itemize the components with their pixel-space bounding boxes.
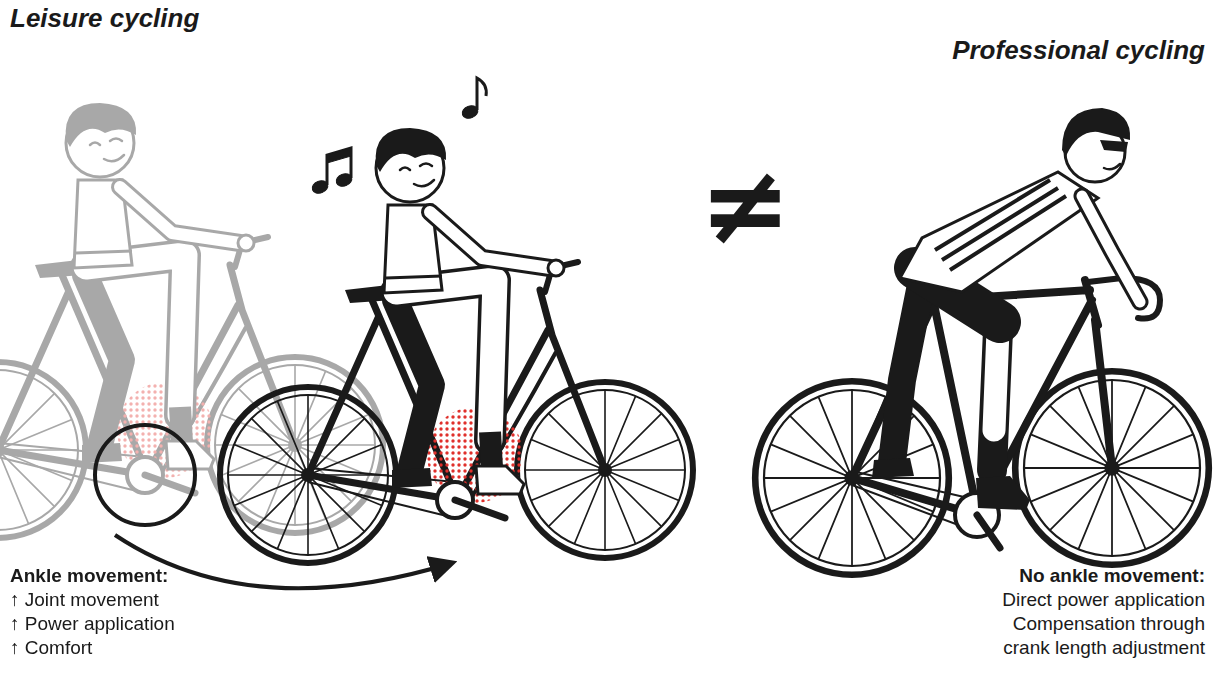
list-item: ↑ Joint movement xyxy=(10,588,159,612)
leisure-bike-part xyxy=(220,128,693,563)
not-equal-symbol: ≠ xyxy=(690,150,800,260)
list-heading: No ankle movement: xyxy=(980,564,1205,588)
section-heading: Professional cycling xyxy=(952,38,1205,62)
road-cyclist-part xyxy=(935,180,1066,270)
list-item: Direct power application xyxy=(980,588,1205,612)
music-notes-part xyxy=(327,148,351,163)
road-cyclist-part xyxy=(977,515,1000,548)
road-cyclist-part xyxy=(1082,196,1140,302)
list-item: ↑ Power application xyxy=(10,612,175,636)
ghost-leisure-bike-part xyxy=(0,103,383,538)
road-cyclist-part xyxy=(994,330,998,430)
music-notes-part xyxy=(477,78,486,110)
road-cyclist-part xyxy=(1062,108,1130,156)
road-cyclist xyxy=(872,108,1140,548)
list-item: Compensation through crank length adjust… xyxy=(980,612,1205,660)
road-cyclist-part xyxy=(1082,196,1140,302)
road-cyclist-part xyxy=(900,172,1098,292)
road-cyclist-part xyxy=(1100,140,1128,152)
road-cyclist-part xyxy=(976,476,1030,510)
music-notes-part xyxy=(327,148,351,185)
road-cyclist-part xyxy=(1104,164,1120,169)
road-cyclist-part xyxy=(892,280,922,462)
list-heading: Ankle movement: xyxy=(10,564,168,588)
ghost-leisure-bike xyxy=(0,103,383,538)
ankle-highlight-circle xyxy=(95,425,195,525)
music-notes xyxy=(310,78,486,195)
list-item: ↑ Comfort xyxy=(10,636,92,660)
road-cyclist-part xyxy=(992,330,998,470)
leisure-bike xyxy=(220,128,693,563)
section-heading: Leisure cycling xyxy=(10,6,199,30)
road-cyclist-part xyxy=(872,458,914,478)
